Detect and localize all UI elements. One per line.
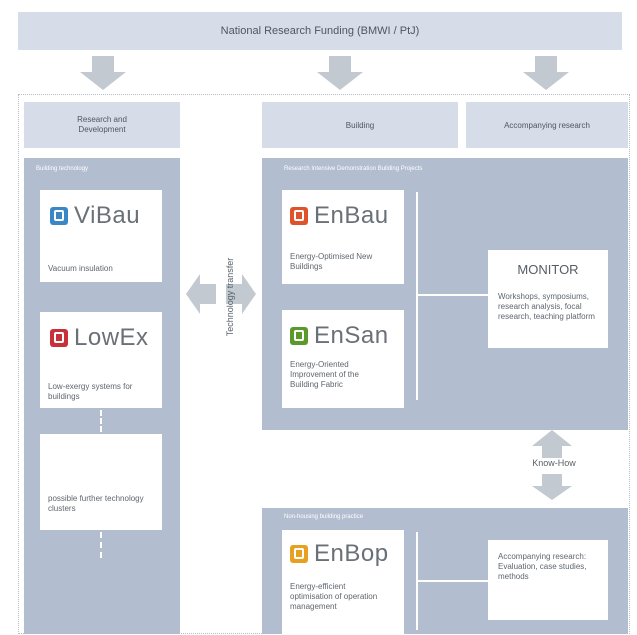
arrow-down-icon	[532, 474, 572, 500]
funding-header: National Research Funding (BMWI / PtJ)	[18, 12, 622, 50]
column-rnd: Research and Development	[24, 102, 180, 148]
vibau-name: ViBau	[74, 202, 141, 229]
funding-title: National Research Funding (BMWI / PtJ)	[220, 25, 420, 37]
column-building-label: Building	[345, 120, 375, 130]
column-accompanying: Accompanying research	[466, 102, 628, 148]
non-housing-heading: Non-housing building practice	[284, 514, 364, 520]
connector-line	[416, 532, 418, 630]
monitor-card: MONITOR Workshops, symposiums, research …	[488, 250, 608, 348]
dashed-connector	[100, 532, 102, 558]
non-housing-panel: Non-housing building practice EnBop Ener…	[262, 508, 628, 634]
enbau-icon	[290, 207, 308, 225]
arrow-left-icon	[186, 274, 216, 314]
vibau-card: ViBau Vacuum insulation	[40, 190, 162, 282]
column-accompanying-label: Accompanying research	[504, 120, 590, 130]
ensan-desc: Energy-Oriented Improvement of the Build…	[290, 360, 359, 389]
column-building: Building	[262, 102, 458, 148]
connector-line	[418, 294, 488, 296]
further-clusters-card: possible further technology clusters	[40, 434, 162, 530]
building-technology-heading: Building technology	[36, 166, 89, 172]
monitor-name: MONITOR	[517, 262, 579, 277]
ensan-card: EnSan Energy-Oriented Improvement of the…	[282, 310, 404, 408]
demo-projects-panel: Research Intensive Demonstration Buildin…	[262, 158, 628, 430]
enbau-name: EnBau	[314, 202, 389, 229]
arrow-down-icon	[317, 56, 363, 90]
connector-line	[418, 580, 488, 582]
technology-transfer-text: Technology transfer	[225, 257, 235, 337]
vibau-desc: Vacuum insulation	[48, 264, 113, 273]
vibau-icon	[50, 207, 68, 225]
dashed-connector	[100, 410, 102, 432]
column-rnd-label: Research and Development	[77, 114, 127, 134]
enbop-name: EnBop	[314, 540, 389, 567]
technology-transfer-label: Technology transfer	[225, 237, 239, 357]
ensan-icon	[290, 327, 308, 345]
building-technology-panel: Building technology ViBau Vacuum insulat…	[24, 158, 180, 634]
accompanying-research-desc: Accompanying research: Evaluation, case …	[498, 552, 587, 581]
monitor-desc: Workshops, symposiums, research analysis…	[498, 292, 595, 321]
enbop-card: EnBop Energy-efficient optimisation of o…	[282, 530, 404, 634]
ensan-name: EnSan	[314, 322, 389, 349]
know-how-arrows	[532, 430, 572, 500]
arrow-right-icon	[226, 274, 256, 314]
further-clusters-desc: possible further technology clusters	[48, 494, 144, 513]
technology-transfer-arrows	[186, 274, 256, 314]
lowex-icon	[50, 329, 68, 347]
enbau-desc: Energy-Optimised New Buildings	[290, 252, 373, 271]
enbop-icon	[290, 545, 308, 563]
enbau-card: EnBau Energy-Optimised New Buildings	[282, 190, 404, 284]
arrow-down-icon	[80, 56, 126, 90]
arrow-down-icon	[523, 56, 569, 90]
arrow-up-icon	[532, 430, 572, 458]
accompanying-research-card: Accompanying research: Evaluation, case …	[488, 540, 608, 620]
lowex-name: LowEx	[74, 324, 149, 351]
connector-line	[416, 192, 418, 400]
lowex-card: LowEx Low-exergy systems for buildings	[40, 312, 162, 408]
enbop-desc: Energy-efficient optimisation of operati…	[290, 582, 378, 611]
lowex-desc: Low-exergy systems for buildings	[48, 382, 133, 401]
know-how-label: Know-How	[532, 458, 576, 468]
demo-projects-heading: Research Intensive Demonstration Buildin…	[284, 166, 423, 172]
down-arrows	[80, 56, 569, 90]
